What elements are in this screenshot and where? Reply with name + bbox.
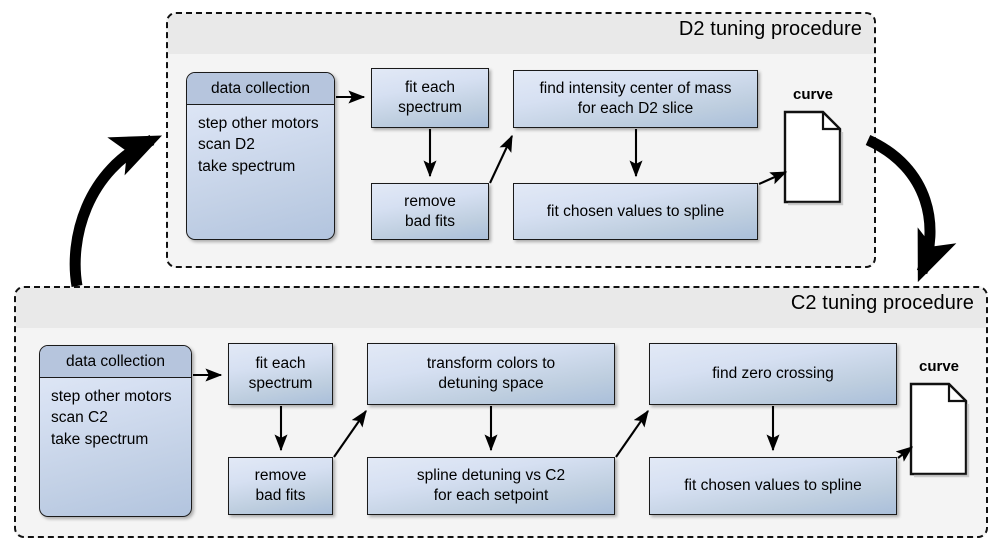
c2-box-find-zero-crossing[interactable]: find zero crossing <box>649 343 897 405</box>
arrow-c2-to-d2-loop <box>69 134 163 287</box>
c2-data-collection-header: data collection <box>40 346 191 378</box>
d2-spline-line-1: fit chosen values to spline <box>546 202 725 220</box>
d2-output-curve: curve <box>782 86 844 206</box>
d2-box-remove-bad-fits[interactable]: remove bad fits <box>371 183 489 240</box>
c2-spline-line-2: for each setpoint <box>433 487 549 504</box>
d2-remove-line-1: remove <box>404 192 456 210</box>
document-icon <box>909 382 970 478</box>
d2-box-find-intensity-center-of-mass[interactable]: find intensity center of mass for each D… <box>513 70 758 128</box>
d2-com-line-2: for each D2 slice <box>577 100 694 117</box>
d2-step-1: step other motors <box>198 115 319 132</box>
c2-remove-line-1: remove <box>254 467 307 485</box>
d2-data-collection-box[interactable]: data collection step other motors scan D… <box>186 72 335 240</box>
c2-box-transform-colors-to-detuning-space[interactable]: transform colors to detuning space <box>367 343 615 405</box>
d2-data-collection-steps: step other motors scan D2 take spectrum <box>187 105 334 177</box>
d2-curve-label: curve <box>792 86 834 103</box>
d2-data-collection-header: data collection <box>187 73 334 105</box>
c2-box-fit-each-spectrum[interactable]: fit each spectrum <box>228 343 333 405</box>
c2-step-2: scan C2 <box>51 409 108 427</box>
arrow-d2-to-c2-loop <box>865 134 957 283</box>
c2-zero-line-1: find zero crossing <box>712 365 834 383</box>
c2-transform-line-2: detuning space <box>438 375 544 392</box>
panel-c2-titlebar <box>16 288 986 328</box>
panel-d2-titlebar <box>168 14 874 54</box>
d2-remove-line-2: bad fits <box>405 212 455 230</box>
c2-box-spline-detuning-vs-c2[interactable]: spline detuning vs C2 for each setpoint <box>367 457 615 515</box>
d2-fit-line-1: fit each <box>405 79 455 97</box>
panel-d2-title: D2 tuning procedure <box>678 18 862 40</box>
c2-data-collection-box[interactable]: data collection step other motors scan C… <box>39 345 192 517</box>
c2-curve-label: curve <box>918 358 960 375</box>
c2-box-fit-chosen-values-to-spline[interactable]: fit chosen values to spline <box>649 457 897 515</box>
c2-transform-line-1: transform colors to <box>426 355 556 373</box>
c2-fit-line-2: spectrum <box>248 375 313 392</box>
d2-step-3: take spectrum <box>198 157 296 175</box>
c2-step-3: take spectrum <box>51 430 149 448</box>
c2-spline-line-1: spline detuning vs C2 <box>416 467 566 485</box>
c2-data-collection-steps: step other motors scan C2 take spectrum <box>40 378 191 450</box>
c2-step-1: step other motors <box>51 388 172 405</box>
d2-fit-line-2: spectrum <box>398 99 462 116</box>
c2-output-curve: curve <box>908 358 970 478</box>
c2-box-remove-bad-fits[interactable]: remove bad fits <box>228 457 333 515</box>
c2-remove-line-2: bad fits <box>255 487 306 504</box>
panel-c2-title: C2 tuning procedure <box>790 292 974 314</box>
d2-step-2: scan D2 <box>198 136 255 154</box>
document-icon <box>783 110 844 206</box>
d2-com-line-1: find intensity center of mass <box>539 80 732 98</box>
c2-fit-line-1: fit each <box>255 355 306 373</box>
c2-fitspline-line-1: fit chosen values to spline <box>684 477 862 495</box>
d2-box-fit-each-spectrum[interactable]: fit each spectrum <box>371 68 489 128</box>
d2-box-fit-chosen-values-to-spline[interactable]: fit chosen values to spline <box>513 183 758 240</box>
